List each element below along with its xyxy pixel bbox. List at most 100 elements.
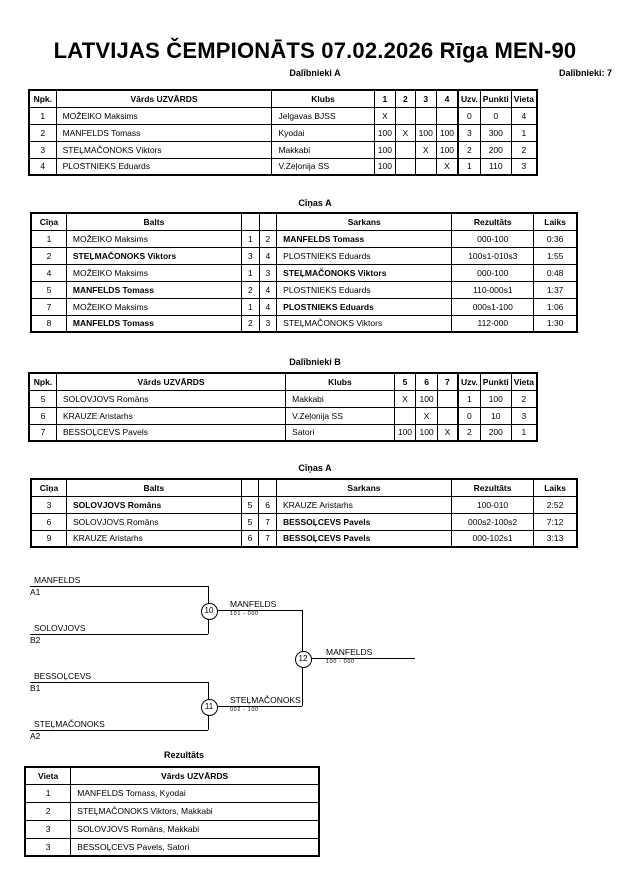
cell-result: 100s1-010s3: [451, 246, 535, 265]
cell-place: 3: [24, 819, 72, 839]
cell-place: 1: [24, 783, 72, 803]
cell-score-vs-2: [395, 140, 416, 159]
cell-score-vs-5: X: [393, 389, 417, 408]
cell-score-vs-2: [395, 157, 416, 176]
col-header-red-no: [258, 478, 277, 497]
cell-points: 300: [479, 123, 512, 142]
cell-red-no: 3: [258, 263, 278, 282]
bracket-entrant-name: BESSOĻCEVS: [34, 671, 92, 681]
cell-score-vs-1: X: [373, 106, 397, 125]
bracket-match-score: 101 - 000: [230, 611, 259, 617]
col-header-time: Laiks: [533, 212, 578, 231]
cell-place: 3: [510, 406, 538, 425]
group-a-heading: Dalībnieki A: [289, 68, 341, 78]
cell-fight-no: 5: [30, 280, 67, 299]
bracket-entrant-line: [30, 634, 208, 635]
cell-white-name: SOLOVJOVS Romāns: [65, 495, 242, 514]
cell-white-name: MOŽEIKO Maksims: [65, 229, 243, 248]
cell-result: 112-000: [451, 314, 535, 333]
col-header-fight: Cīņa: [30, 478, 67, 497]
cell-white-name: MOŽEIKO Maksims: [65, 263, 243, 282]
cell-white-no: 2: [241, 280, 260, 299]
bracket-match-number: 11: [200, 698, 218, 716]
cell-fight-no: 3: [30, 495, 67, 514]
col-header-opponent-3: 3: [414, 89, 437, 108]
cell-points: 200: [479, 423, 512, 442]
col-header-wins: Uzv.: [456, 372, 481, 391]
cell-name: STEĻMAČONOKS Viktors: [55, 140, 273, 159]
bracket-entrant-seed: B2: [30, 635, 41, 645]
cell-score-vs-1: 100: [373, 157, 397, 176]
cell-red-no: 4: [258, 280, 278, 299]
bracket-final-score: 100 - 000: [326, 659, 355, 665]
col-header-place: Vieta: [24, 766, 72, 785]
cell-red-name: PLOSTNIEKS Eduards: [276, 297, 453, 316]
cell-score-vs-4: 100: [435, 123, 459, 142]
cell-club: Jelgavas BJSS: [271, 106, 375, 125]
col-header-opponent-7: 7: [436, 372, 459, 391]
col-header-npk: Npk.: [28, 89, 57, 108]
cell-white-name: MANFELDS Tomass: [65, 280, 243, 299]
cell-white-no: 1: [241, 229, 260, 248]
cell-club: V.Zeļonija SS: [285, 406, 395, 425]
bracket-entrant-line: [30, 682, 208, 683]
cell-time: 1:37: [533, 280, 578, 299]
col-header-fight: Cīņa: [30, 212, 67, 231]
cell-fight-no: 9: [30, 529, 67, 548]
cell-white-no: 5: [240, 512, 260, 531]
cell-score-vs-4: [435, 106, 459, 125]
cell-name: BESSOĻCEVS Pavels, Satori: [70, 837, 320, 857]
cell-place: 2: [510, 140, 538, 159]
cell-club: Satori: [285, 423, 395, 442]
cell-score-vs-5: [393, 406, 417, 425]
col-header-red: Sarkans: [276, 212, 453, 231]
cell-score-vs-3: [414, 157, 437, 176]
cell-points: 200: [479, 140, 512, 159]
cell-score-vs-6: X: [415, 406, 438, 425]
cell-score-vs-1: 100: [373, 123, 397, 142]
cell-fight-no: 2: [30, 246, 67, 265]
group-b-heading: Dalībnieki B: [289, 357, 341, 367]
col-header-name: Vārds UZVĀRDS: [55, 372, 287, 391]
col-header-white-no: [241, 212, 260, 231]
cell-time: 3:13: [533, 529, 578, 548]
cell-score-vs-6: 100: [415, 389, 438, 408]
cell-fight-no: 6: [30, 512, 67, 531]
cell-name: MANFELDS Tomass, Kyodai: [70, 783, 320, 803]
cell-white-name: MOŽEIKO Maksims: [65, 297, 243, 316]
bracket-entrant-line: [30, 586, 208, 587]
cell-white-name: SOLOVJOVS Romāns: [65, 512, 242, 531]
cell-white-name: KRAUZE Aristarhs: [65, 529, 242, 548]
cell-name: SOLOVJOVS Romāns: [55, 389, 287, 408]
bracket-entrant-name: MANFELDS: [34, 575, 81, 585]
cell-points: 110: [479, 157, 512, 176]
cell-result: 110-000s1: [451, 280, 535, 299]
cell-red-name: STEĻMAČONOKS Viktors: [276, 263, 453, 282]
cell-red-name: KRAUZE Aristarhs: [275, 495, 452, 514]
cell-time: 1:06: [533, 297, 578, 316]
cell-red-no: 6: [258, 495, 277, 514]
participants-count: Dalībnieki: 7: [558, 68, 612, 78]
cell-fight-no: 7: [30, 297, 67, 316]
bracket-winner-line: [208, 610, 302, 611]
col-header-white: Balts: [65, 478, 242, 497]
cell-score-vs-7: [436, 406, 459, 425]
col-header-wins: Uzv.: [456, 89, 481, 108]
cell-red-name: MANFELDS Tomass: [276, 229, 453, 248]
bracket-winner-line: [208, 706, 302, 707]
col-header-result: Rezultāts: [450, 478, 535, 497]
bracket-entrant-name: SOLOVJOVS: [34, 623, 86, 633]
cell-time: 0:48: [533, 263, 578, 282]
col-header-red: Sarkans: [275, 478, 452, 497]
